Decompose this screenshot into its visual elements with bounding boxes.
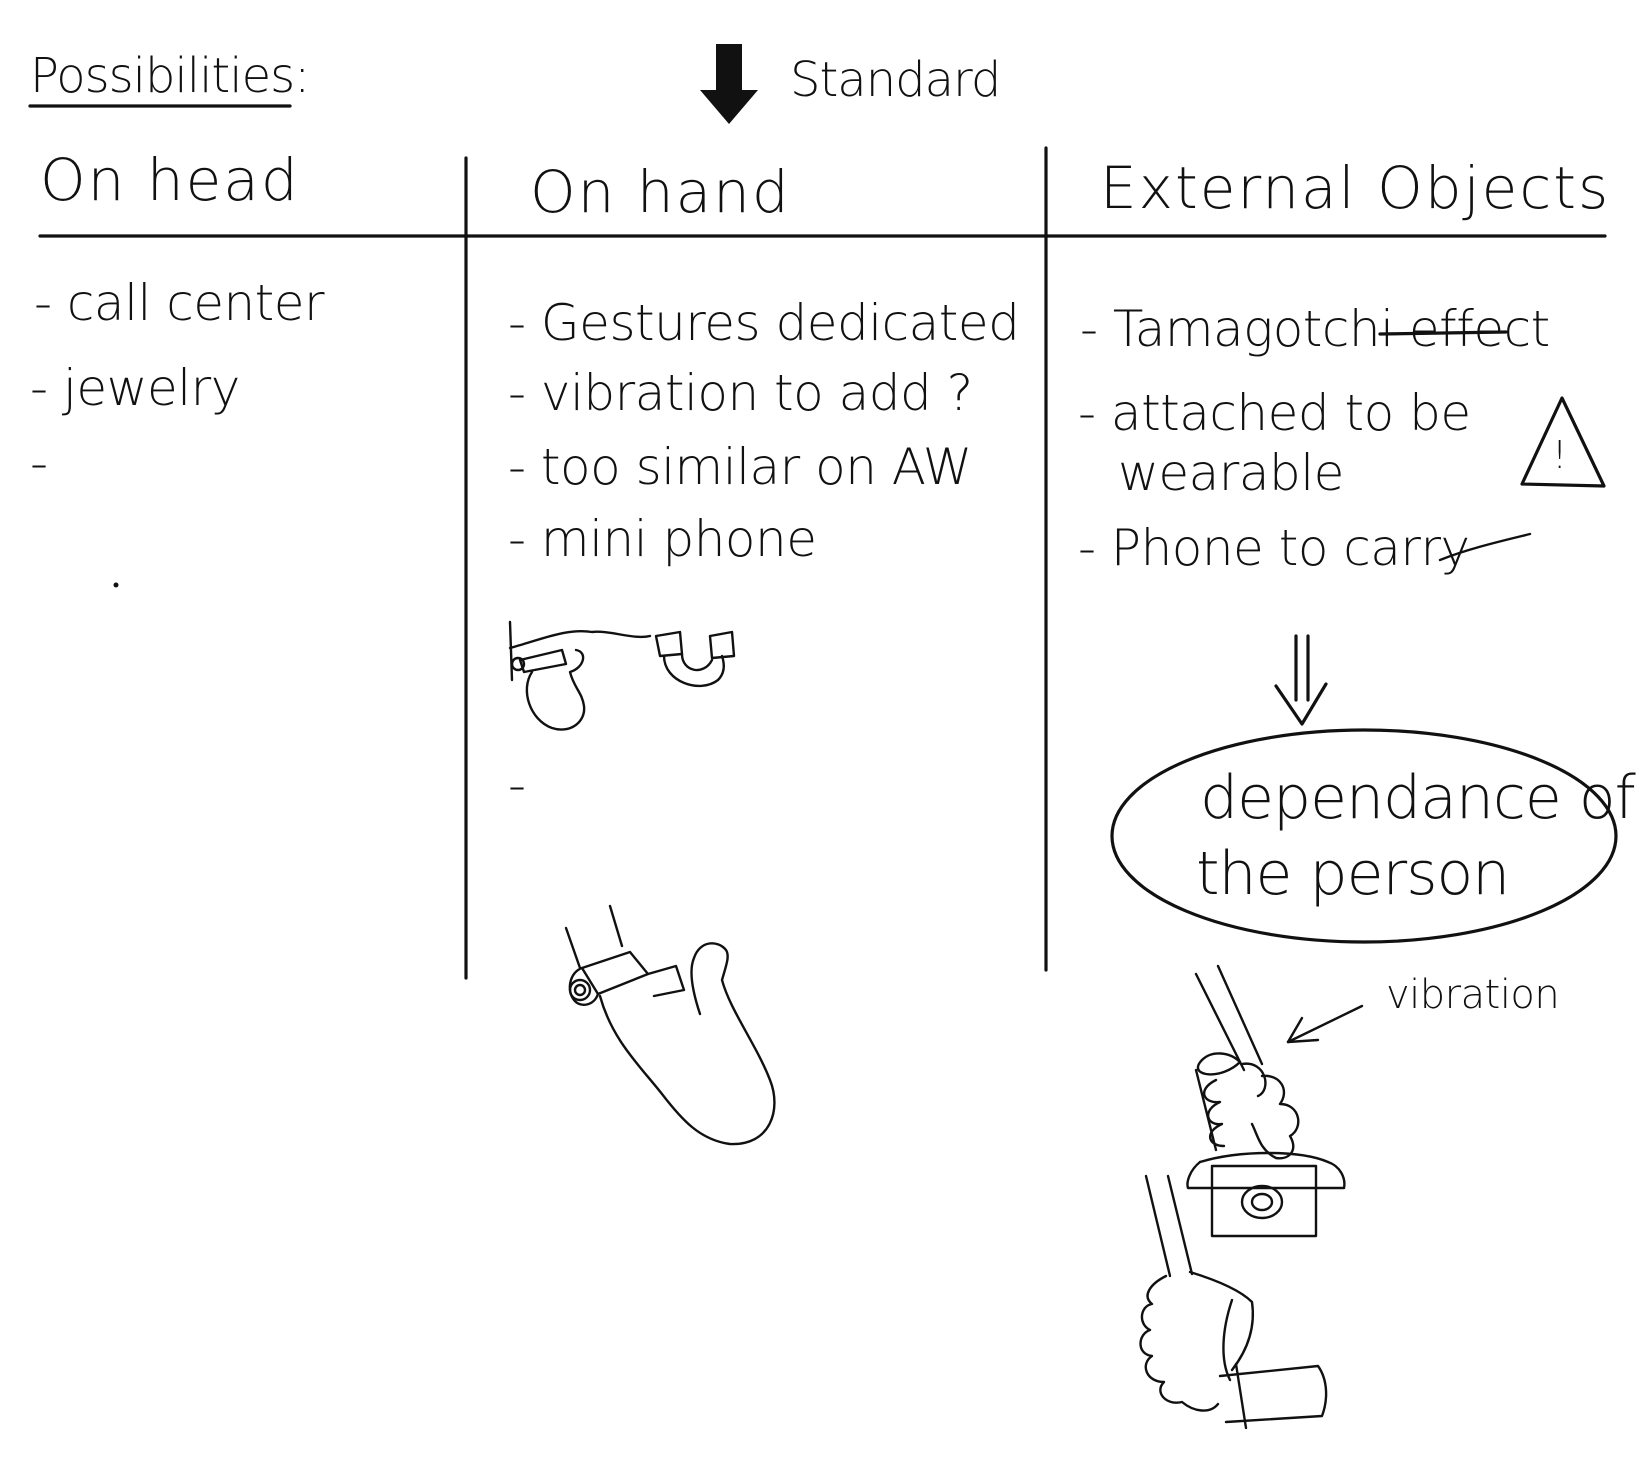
strikethrough-line <box>1378 330 1508 336</box>
page-title: Possibilities: <box>30 48 309 104</box>
list-item: - <box>508 756 526 814</box>
ellipse-text-line-2: the person <box>1196 839 1509 909</box>
ellipse-text-line-1: dependance of <box>1200 763 1636 833</box>
arrow-icon <box>1286 1004 1364 1044</box>
list-item: wearable <box>1118 444 1344 502</box>
list-item: - Phone to carry <box>1078 519 1470 577</box>
list-item: - Gestures dedicated <box>508 294 1019 352</box>
vibration-label: vibration <box>1386 972 1559 1018</box>
hand-holding-phone-sketch <box>1139 1174 1328 1430</box>
column-header-external-objects: External Objects <box>1100 154 1610 222</box>
down-arrow-icon <box>700 44 758 124</box>
list-item: - jewelry <box>30 359 240 417</box>
list-item: - mini phone <box>508 510 816 568</box>
column-header-on-head: On head <box>40 146 300 214</box>
hand-with-ring-sketch <box>564 904 776 1146</box>
list-item: - too similar on AW <box>508 438 972 496</box>
svg-text:!: ! <box>1552 433 1567 477</box>
list-item: - call center <box>34 274 325 332</box>
list-item: - vibration to add ? <box>508 364 973 422</box>
phone-sketch <box>1186 964 1346 1238</box>
list-item: - attached to be <box>1078 384 1471 442</box>
standard-label: Standard <box>790 52 1000 108</box>
list-item-strikethrough: - Tamagotchi effect <box>1080 300 1550 358</box>
list-item: - <box>30 434 48 492</box>
column-header-on-hand: On hand <box>530 158 791 226</box>
mitten-sketch <box>508 620 736 731</box>
dependance-ellipse <box>1110 728 1618 944</box>
warning-triangle-icon: ! <box>1520 396 1606 488</box>
double-arrow-down-icon <box>1274 634 1328 726</box>
stray-dot <box>113 582 119 588</box>
underline-flourish <box>1438 532 1532 562</box>
